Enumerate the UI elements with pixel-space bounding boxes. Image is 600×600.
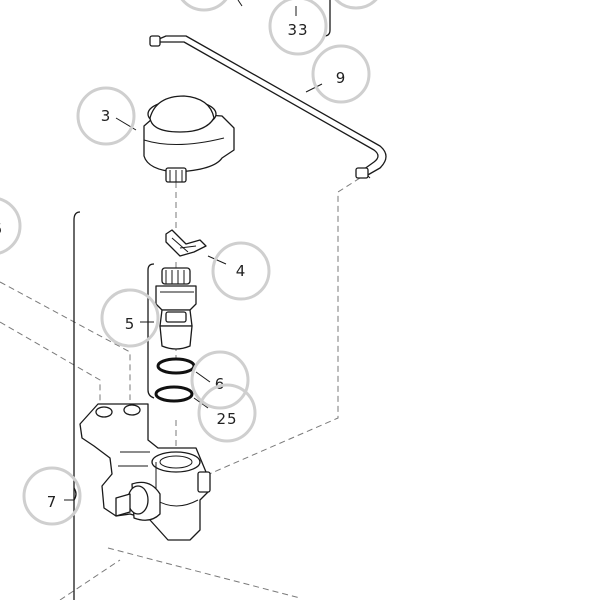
cartridge-part-5: [155, 267, 197, 350]
o-ring-part-6: [156, 357, 196, 375]
callout-label-cut: 5: [0, 220, 3, 238]
callout-cut-top-1: [180, 0, 228, 12]
callout-5: 5: [100, 288, 160, 348]
callout-label-25: 25: [216, 410, 237, 428]
callout-6: 6: [190, 350, 250, 410]
clip-part-4: [165, 229, 207, 257]
callout-label-5: 5: [125, 315, 136, 333]
callout-cut-left: 5: [0, 197, 22, 255]
callout-9: 9: [311, 44, 371, 104]
callout-7: 7: [22, 466, 82, 526]
callout-label-7: 7: [47, 493, 58, 511]
pipe-part-9: [149, 35, 387, 179]
callout-cut-top-2: [334, 0, 378, 10]
callout-33: 33: [268, 0, 328, 56]
callout-label-4: 4: [236, 262, 247, 280]
o-ring-part-25: [154, 385, 194, 403]
callout-label-3: 3: [101, 107, 112, 125]
callout-label-9: 9: [336, 69, 347, 87]
callout-3: 3: [76, 86, 136, 146]
valve-body-part-7: [79, 403, 211, 541]
callout-label-33: 33: [287, 21, 308, 39]
callout-label-6: 6: [215, 375, 226, 393]
actuator-part-3: [143, 95, 235, 183]
callout-4: 4: [211, 241, 271, 301]
callout-25: 25: [197, 383, 257, 443]
